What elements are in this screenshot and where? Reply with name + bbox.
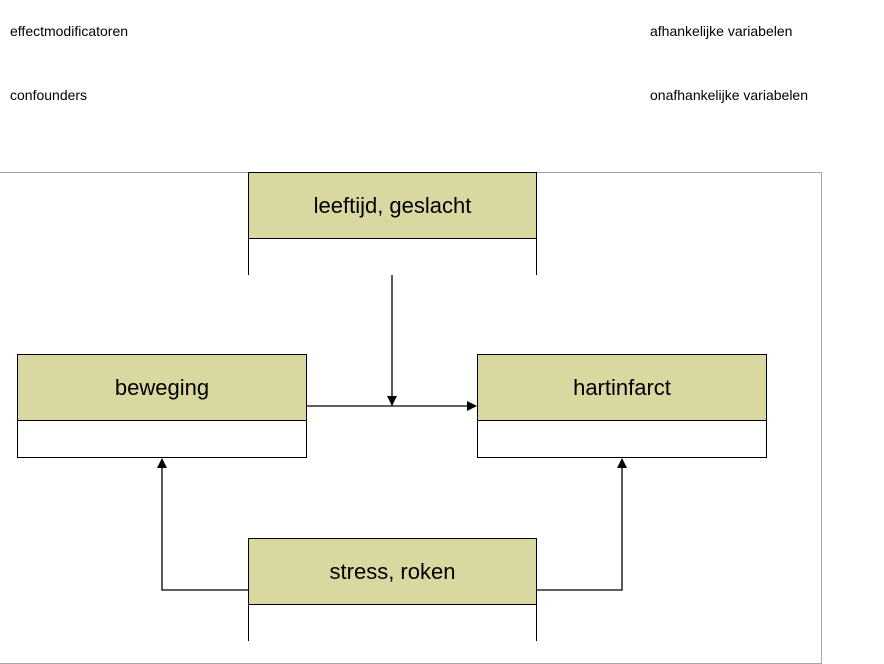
node-beweging: beweging [17, 354, 307, 458]
legend-afhankelijke-variabelen: afhankelijke variabelen [650, 23, 793, 39]
legend-effectmodificatoren: effectmodificatoren [10, 23, 129, 39]
node-stress-roken: stress, roken [248, 538, 537, 641]
node-leeftijd-geslacht-body [249, 239, 536, 275]
legend-confounders: confounders [10, 87, 88, 103]
legend-onafhankelijke-variabelen: onafhankelijke variabelen [650, 87, 808, 103]
node-hartinfarct: hartinfarct [477, 354, 767, 458]
node-beweging-body [18, 421, 306, 457]
node-leeftijd-geslacht: leeftijd, geslacht [248, 172, 537, 275]
node-hartinfarct-body [478, 421, 766, 457]
node-stress-roken-body [249, 605, 536, 641]
node-hartinfarct-label: hartinfarct [478, 355, 766, 421]
node-leeftijd-geslacht-label: leeftijd, geslacht [249, 173, 536, 239]
node-beweging-label: beweging [18, 355, 306, 421]
node-stress-roken-label: stress, roken [249, 539, 536, 605]
